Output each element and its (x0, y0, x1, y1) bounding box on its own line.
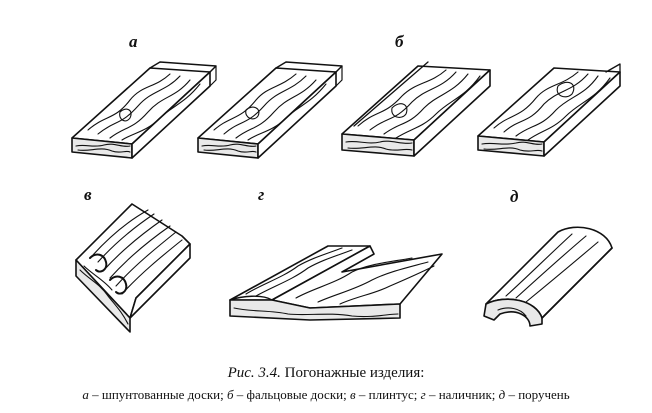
legend-text: – плинтус; (358, 387, 418, 402)
panel-label-b: б (395, 32, 404, 51)
rebated-board-left (341, 61, 491, 157)
tongue-groove-boards-illustration (71, 61, 343, 159)
legend-key: д (498, 387, 506, 402)
legend-key: а (82, 387, 89, 402)
figure-title: Погонажные изделия: (284, 365, 425, 381)
rebated-board-right (477, 63, 621, 157)
legend-key: в (349, 387, 356, 402)
legend-key: г (420, 387, 426, 402)
figure-caption-title: Рис. 3.4. Погонажные изделия: (0, 365, 652, 382)
legend-text: – наличник; (428, 387, 496, 402)
casing-illustration (229, 245, 443, 321)
tongue-groove-board-right (197, 61, 343, 159)
panel-label-d: д (510, 187, 519, 206)
handrail-illustration (483, 226, 613, 327)
legend-text: – фальцовые доски; (236, 387, 347, 402)
figure-ref: Рис. 3.4. (227, 365, 281, 381)
tongue-groove-board-left (71, 61, 217, 159)
rebated-boards-illustration (341, 61, 621, 157)
panel-label-v: в (84, 185, 92, 204)
panel-label-a: а (129, 32, 138, 51)
legend-key: б (227, 387, 234, 402)
figure-legend: а – шпунтованные доски; б – фальцовые до… (0, 387, 652, 403)
skirting-board-illustration (75, 203, 191, 333)
legend-text: – шпунтованные доски; (92, 387, 224, 402)
panel-label-g: г (258, 185, 265, 204)
legend-text: – поручень (508, 387, 570, 402)
